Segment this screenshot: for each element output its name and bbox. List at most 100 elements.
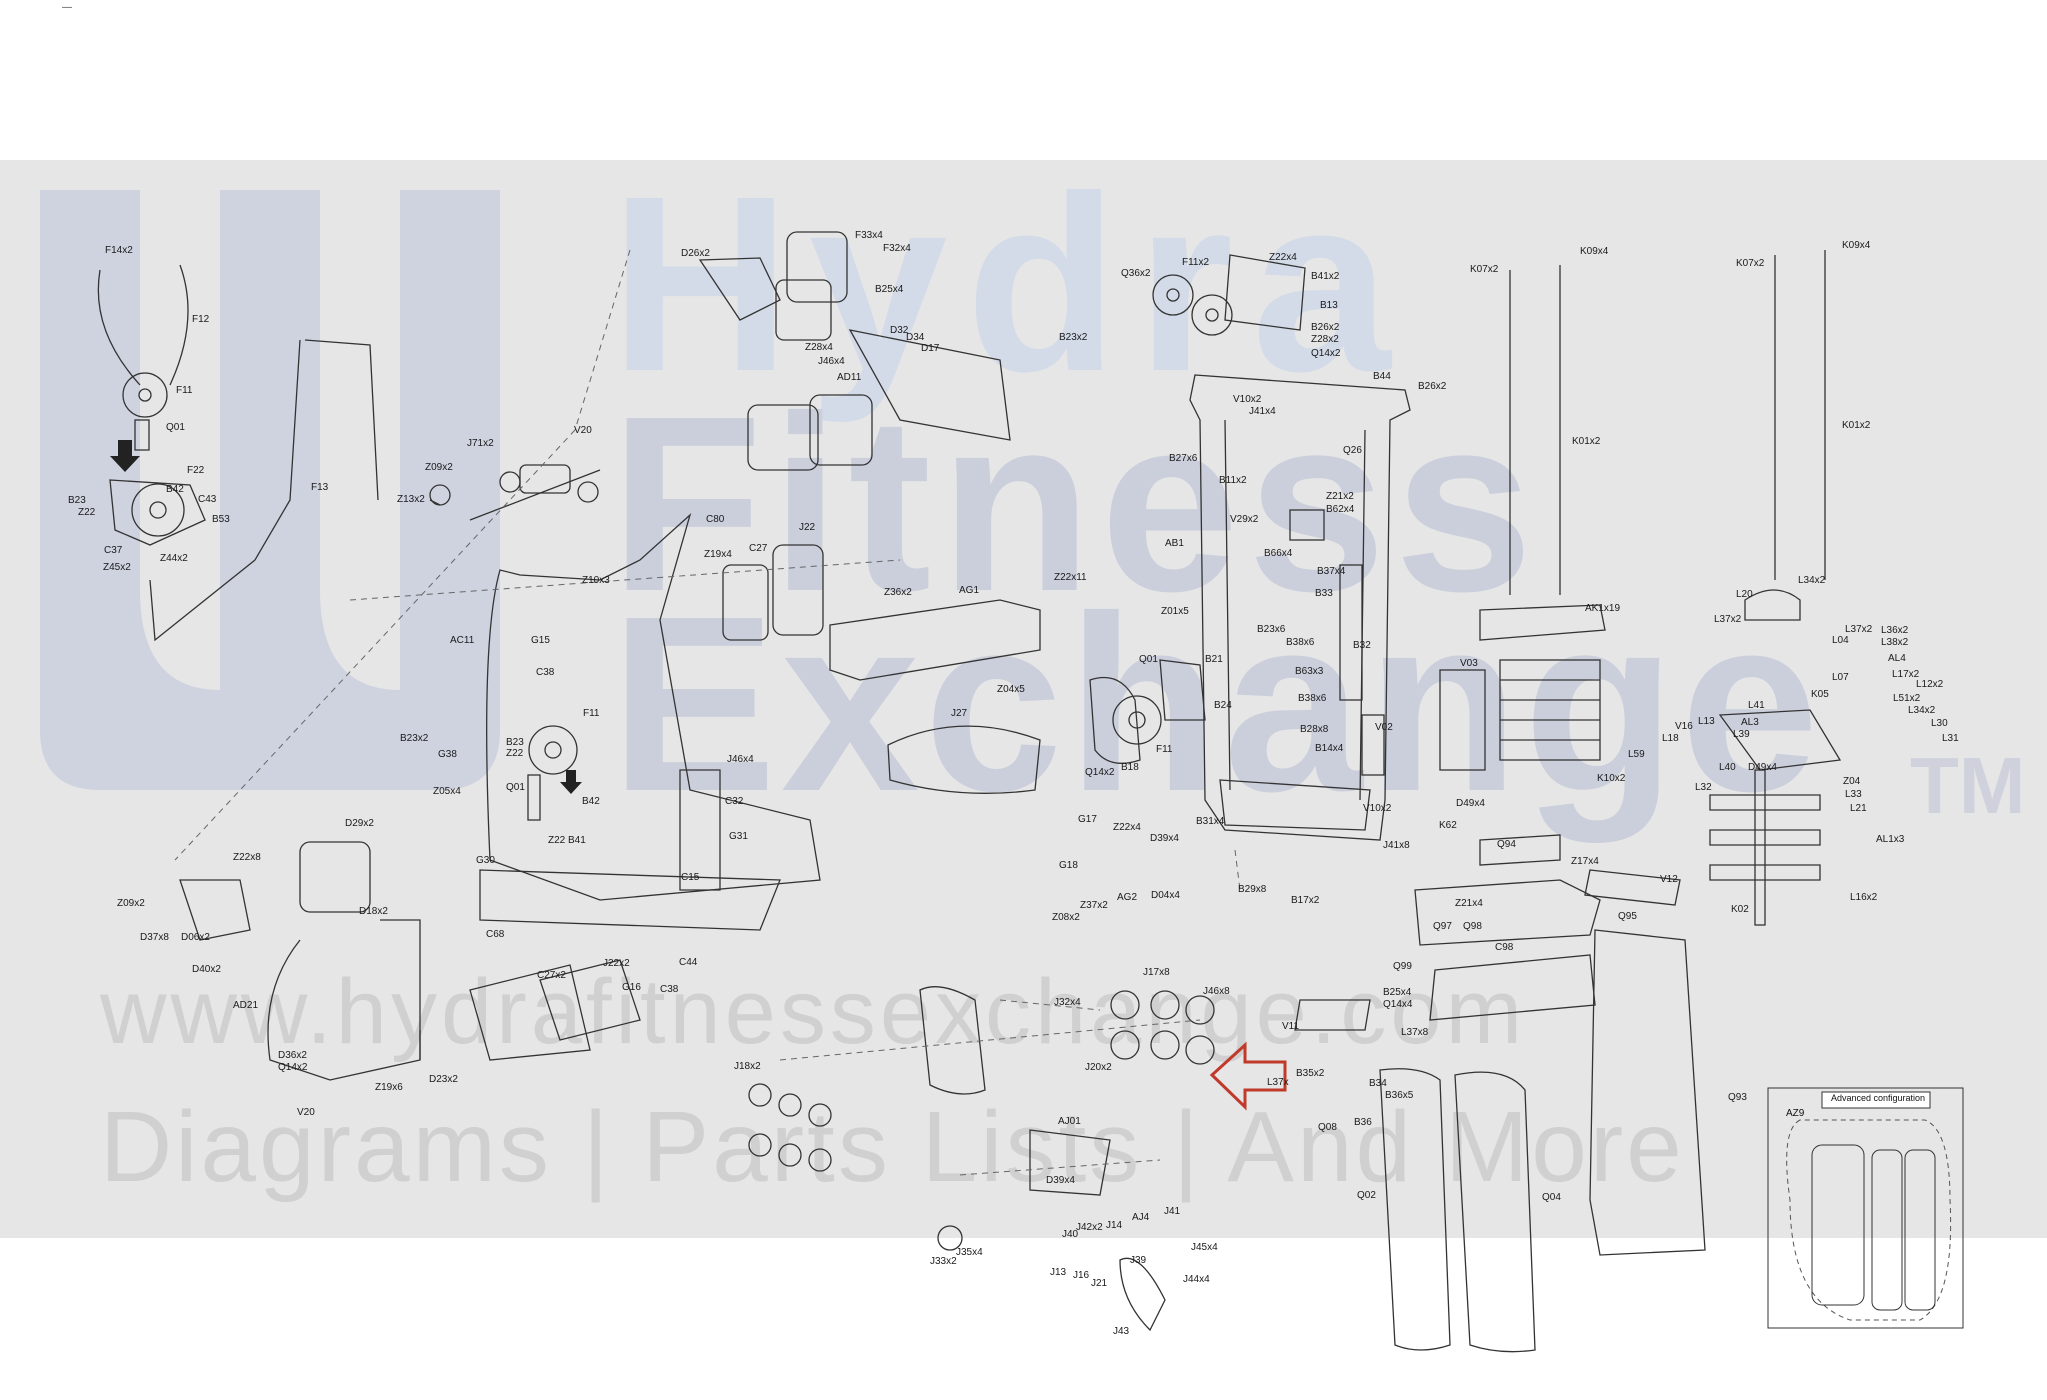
line-art [97,231,1842,1353]
part-labels: F14x2F12F11Q01F22B42C43B23Z22B53C37Z44x2… [68,230,1959,1337]
part-label: C15 [681,872,700,883]
part-label: B66x4 [1264,548,1293,559]
part-label: J32x4 [1054,997,1081,1008]
part-label: B42 [582,796,600,807]
part-label: Z36x2 [884,587,912,598]
part-label: Z28x2 [1311,334,1339,345]
part-label: Z22x4 [1113,822,1141,833]
down-arrow-left [110,440,140,472]
part-label: Q01 [506,782,525,793]
part-label: B33 [1315,588,1333,599]
part-label: D34 [906,332,925,343]
part-label: Z13x2 [397,494,425,505]
part-label: L30 [1931,718,1948,729]
part-label: L04 [1832,635,1849,646]
part-label: B23x2 [400,733,429,744]
part-label: L40 [1719,762,1736,773]
watermark-line-1: Hydra [610,144,1409,423]
part-label: J40 [1062,1229,1079,1240]
part-label: Z05x4 [433,786,461,797]
part-label: F11 [583,708,600,719]
inset-panel [1767,1087,1964,1329]
part-label: L20 [1736,589,1753,600]
part-label: B27x6 [1169,453,1198,464]
part-label: Q36x2 [1121,268,1151,279]
part-label: F13 [311,482,329,493]
part-label: L59 [1628,749,1645,760]
part-label: Z01x5 [1161,606,1189,617]
part-label: J71x2 [467,438,494,449]
part-label: Q01 [166,422,185,433]
part-label: Q14x2 [1085,767,1115,778]
part-label: F32x4 [883,243,911,254]
part-label: J41x4 [1249,406,1276,417]
part-label: AC11 [450,635,475,646]
part-label: V20 [297,1107,315,1118]
part-label: AG1 [959,585,979,596]
part-label: J41 [1164,1206,1181,1217]
part-label: D49x4 [1456,798,1485,809]
part-label: L34x2 [1798,575,1826,586]
part-label: Z10x3 [582,575,610,586]
part-label: B41x2 [1311,271,1340,282]
part-label: AL1x3 [1876,834,1905,845]
part-label: Q14x2 [278,1062,308,1073]
part-label: Q99 [1393,961,1412,972]
part-label: K09x4 [1842,240,1871,251]
inset-part-label: AZ9 [1786,1108,1805,1119]
part-label: V02 [1375,722,1393,733]
part-label: AL4 [1888,653,1906,664]
part-label: G38 [438,749,457,760]
part-label: AJ01 [1058,1116,1081,1127]
part-label: AG2 [1117,892,1137,903]
part-label: V20 [574,425,592,436]
part-label: L17x2 [1892,669,1920,680]
part-label: Q94 [1497,839,1516,850]
part-label: J46x4 [818,356,845,367]
part-label: D40x2 [192,964,221,975]
part-label: B34 [1369,1078,1387,1089]
indicator-arrow [1209,1041,1287,1111]
part-label: J46x8 [1203,986,1230,997]
part-label: B31x4 [1196,816,1225,827]
part-label: B35x2 [1296,1068,1325,1079]
part-label: J14 [1106,1220,1123,1231]
part-label: Z37x2 [1080,900,1108,911]
part-label: B25x4 [875,284,904,295]
part-label: D39x4 [1046,1175,1075,1186]
part-label: C27x2 [537,970,566,981]
part-label: L41 [1748,700,1765,711]
part-label: C80 [706,514,725,525]
part-label: AD21 [233,1000,258,1011]
part-label: G15 [531,635,550,646]
part-label: B23x6 [1257,624,1286,635]
part-label: J16 [1073,1270,1090,1281]
part-label: Z22x8 [233,852,261,863]
inset-title: Advanced configuration [1830,1093,1926,1103]
part-label: Q02 [1357,1190,1376,1201]
part-label: F14x2 [105,245,133,256]
part-label: B23x2 [1059,332,1088,343]
part-label: B38x6 [1286,637,1315,648]
part-label: L37x8 [1401,1027,1429,1038]
part-label: J13 [1050,1267,1067,1278]
part-label: V10x2 [1233,394,1262,405]
part-label: L12x2 [1916,679,1944,690]
part-label: Q08 [1318,1122,1337,1133]
part-label: K09x4 [1580,246,1609,257]
part-label: AD11 [837,372,862,383]
part-label: B11x2 [1219,475,1247,486]
part-label: L33 [1845,789,1862,800]
part-label: L07 [1832,672,1849,683]
part-label: Z22 [78,507,96,518]
part-label: Q14x4 [1383,999,1413,1010]
part-label: L32 [1695,782,1712,793]
part-label: C98 [1495,942,1514,953]
part-label: D37x8 [140,932,169,943]
part-label: Z22 [506,748,524,759]
part-label: B23 [68,495,86,506]
part-label: Q01 [1139,654,1158,665]
part-label: AB1 [1165,538,1184,549]
part-label: J22x2 [603,958,630,969]
part-label: K07x2 [1470,264,1499,275]
